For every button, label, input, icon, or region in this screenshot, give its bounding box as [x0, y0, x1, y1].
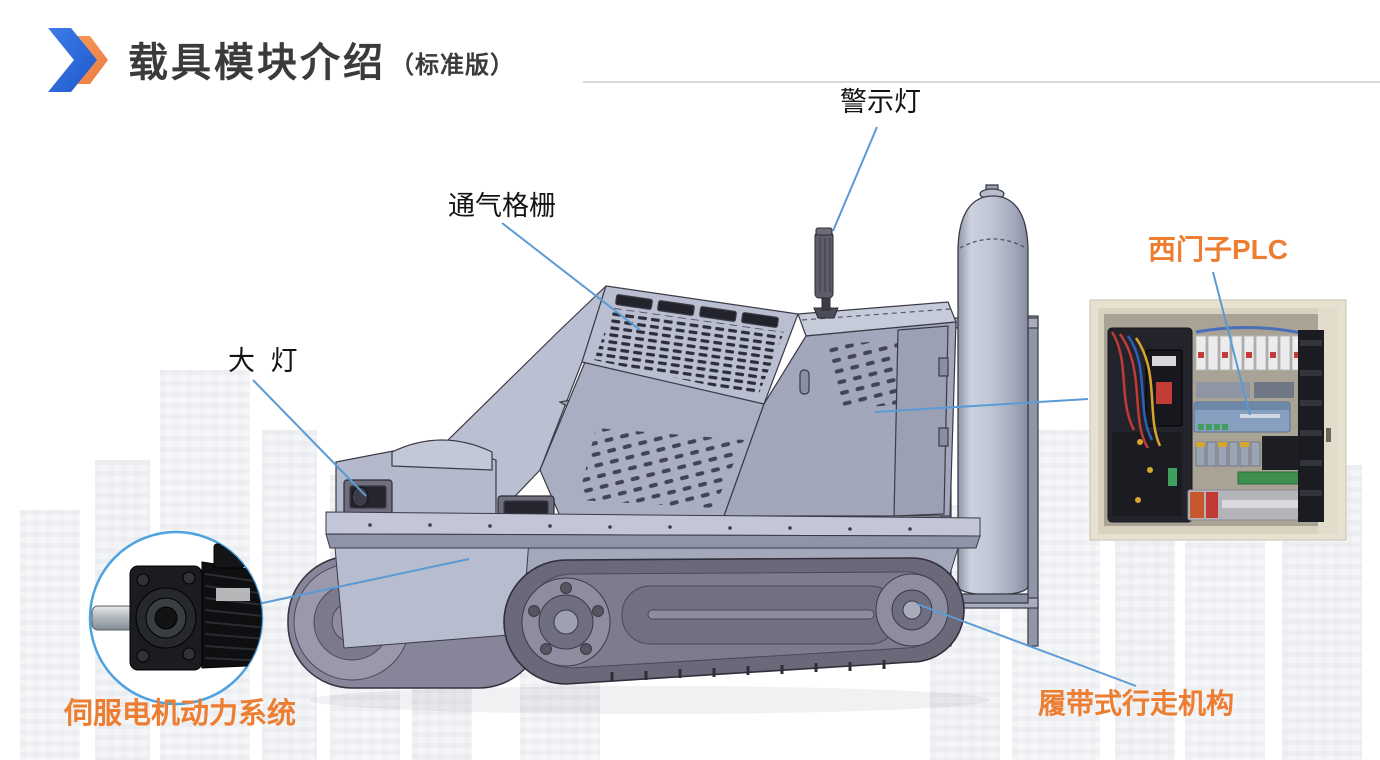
vent-grille-leader-line [501, 222, 641, 331]
callout-vent-grille: 通气格栅 [448, 191, 556, 221]
chevron-orange-shape [74, 36, 108, 84]
plc-leader-line [1212, 271, 1251, 416]
main-track [503, 557, 965, 685]
cabinet-photo-leader-line [874, 398, 1089, 413]
motor-label [216, 588, 250, 601]
breaker-switch [1156, 382, 1172, 404]
callout-servo-motor: 伺服电机动力系统 [64, 698, 297, 730]
servo-motor-photo [88, 530, 264, 706]
door-hinge [938, 357, 949, 377]
callout-siemens-plc: 西门子PLC [1148, 234, 1289, 265]
servo-motor-leader-line [257, 558, 470, 605]
slide-header: 载具模块介绍 （标准版） [44, 24, 515, 94]
plc-cabinet-photo [1089, 299, 1347, 541]
front-idler-wheel [521, 577, 611, 667]
siemens-plc-module [1193, 401, 1291, 433]
cabinet-relay-row [1187, 436, 1309, 521]
step-rail [325, 511, 981, 549]
cabinet-left-assembly [1107, 327, 1193, 523]
motor-connector [213, 543, 245, 569]
vent-grille-panel [581, 285, 799, 405]
track-treads [610, 660, 886, 681]
track-drive-leader-line [916, 603, 1137, 687]
door-handle [799, 369, 810, 395]
headlight-leader-line [252, 379, 367, 497]
rear-sprocket-wheel [875, 573, 949, 647]
warning-light-leader-line [832, 126, 878, 232]
vehicle-body [335, 285, 957, 527]
callout-track-drive: 履带式行走机构 [1038, 688, 1235, 719]
cabinet-wire-duct [1298, 330, 1324, 522]
warning-light-beacon [813, 227, 839, 319]
skyline-building [20, 510, 80, 760]
ground-shadow [310, 686, 990, 714]
chevron-blue-shape [48, 28, 97, 92]
cabinet-breaker-row [1195, 325, 1307, 398]
header-divider [583, 81, 1380, 83]
track-slot [647, 609, 875, 620]
page-title: 载具模块介绍 [128, 41, 386, 85]
cylinder-base [957, 593, 1029, 604]
side-door [893, 325, 949, 517]
right-side-panel [723, 321, 957, 517]
page-title-suffix: （标准版） [390, 51, 515, 79]
door-hinge [938, 427, 949, 447]
leader-lines [252, 126, 1251, 687]
callout-warning-light: 警示灯 [840, 87, 921, 117]
callout-headlight: 大 灯 [228, 346, 302, 376]
double-chevron-icon [48, 28, 108, 92]
headlight-left [343, 479, 393, 515]
